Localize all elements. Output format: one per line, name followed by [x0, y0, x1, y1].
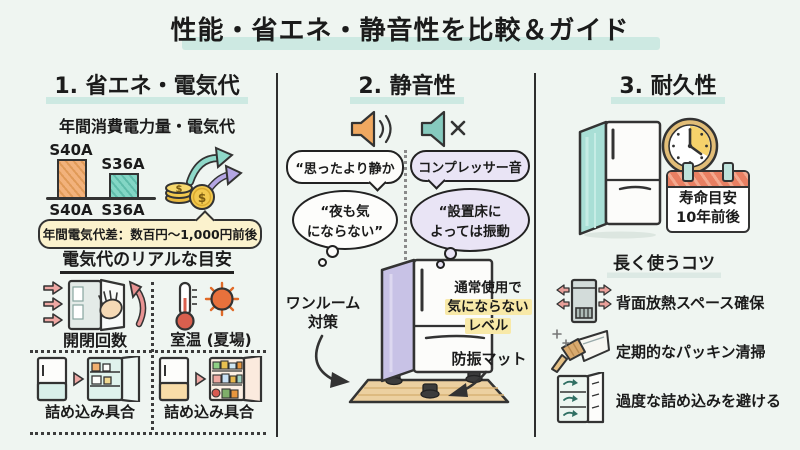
tips-title: 長く使うコツ — [544, 254, 784, 278]
page-title: 性能・省エネ・静音性を比較＆ガイド — [170, 16, 630, 46]
quad-divider-vertical — [151, 282, 154, 430]
thermometer-icon — [175, 311, 195, 331]
col3-header-text: 3. 耐久性 — [611, 74, 725, 104]
fridge-open-airflow-icon — [556, 372, 605, 424]
tip2-label: 定期的なパッキン清掃 — [616, 343, 766, 361]
bubble-compressor: コンプレッサー音 — [410, 150, 530, 182]
fridge-pair-packed-icon — [158, 356, 263, 402]
col2-header: 2. 静音性 — [288, 68, 526, 104]
coin-dollar-sign: $ — [198, 191, 206, 205]
col3-header: 3. 耐久性 — [544, 68, 792, 104]
bubble-divider — [404, 150, 407, 260]
bubble-floor-vibration: “設置床に よっては振動 — [410, 188, 530, 269]
quad1-label: 開閉回数 — [62, 331, 127, 350]
column-divider-1 — [276, 73, 278, 437]
quad-divider-horizontal — [30, 350, 266, 353]
quad3-label: 詰め込み具合 — [44, 403, 135, 421]
lifespan-label: 寿命目安 10年前後 — [676, 191, 740, 226]
chart-title: 年間消費電力量・電気代 — [58, 117, 235, 136]
speaker-on-icon — [350, 110, 376, 148]
quad-bottom-border — [30, 432, 266, 435]
col1-header-text: 1. 省エネ・電気代 — [46, 74, 248, 104]
tip3-label: 過度な詰め込みを避ける — [616, 392, 782, 410]
calendar-ring — [722, 162, 734, 182]
bar-s36a — [109, 173, 139, 198]
coins-icon: $ $ — [165, 146, 243, 210]
cost-difference-callout: 年間電気代差：数百円〜1,000円前後 — [38, 210, 262, 249]
bubble-quiet: “思ったより静か — [286, 150, 404, 184]
bar1-bottom-label: S40A — [49, 201, 93, 219]
arrow-up-purple-icon — [224, 164, 243, 186]
bar-chart — [48, 138, 156, 198]
bar2-top-label: S36A — [101, 155, 145, 173]
fridge-on-mat-illustration — [348, 258, 510, 404]
column-divider-2 — [534, 73, 536, 437]
fridge-pair-sparse-icon — [36, 356, 141, 402]
title-highlight — [182, 37, 660, 50]
gasket-brush-icon — [551, 329, 610, 373]
mat-arrow — [448, 370, 488, 397]
fridge-door-open-hand-icon — [43, 278, 147, 332]
sun-icon — [210, 287, 234, 311]
bar1-top-label: S40A — [49, 141, 93, 159]
bubble-night: “夜も気 にならない” — [292, 190, 398, 267]
bar2-bottom-label: S36A — [101, 201, 145, 219]
col2-header-text: 2. 静音性 — [350, 74, 464, 104]
speaker-muted-icon — [420, 110, 446, 148]
thermometer-sun-icon — [175, 281, 240, 331]
bar-s40a — [57, 159, 87, 198]
section-title-cost-factors: 電気代のリアルな目安 — [28, 250, 266, 274]
oneroom-label: ワンルーム 対策 — [285, 294, 361, 331]
quad2-label: 室温 (夏場) — [170, 331, 252, 349]
callout-text: 年間電気代差：数百円〜1,000円前後 — [42, 227, 258, 242]
speaker-icons — [350, 110, 466, 148]
clock-icon — [661, 117, 719, 175]
mat-label: 防振マット — [451, 350, 527, 368]
fridge-illustration — [578, 120, 662, 239]
calendar-ring — [682, 162, 694, 182]
bar-chart-baseline — [46, 197, 156, 200]
coin-dollar-sign: $ — [176, 184, 183, 195]
calendar-icon: 寿命目安 10年前後 — [666, 162, 750, 233]
arrow-up-teal-icon — [214, 146, 234, 169]
tip1-label: 背面放熱スペース確保 — [616, 294, 765, 312]
fridge-back-heat-icon — [556, 278, 612, 324]
calendar-band — [668, 172, 748, 188]
noise-level-label: 通常使用で 気にならない レベル — [442, 279, 534, 336]
oneroom-arrow — [314, 334, 350, 388]
col1-header: 1. 省エネ・電気代 — [28, 68, 266, 104]
quad4-label: 詰め込み具合 — [163, 403, 254, 421]
